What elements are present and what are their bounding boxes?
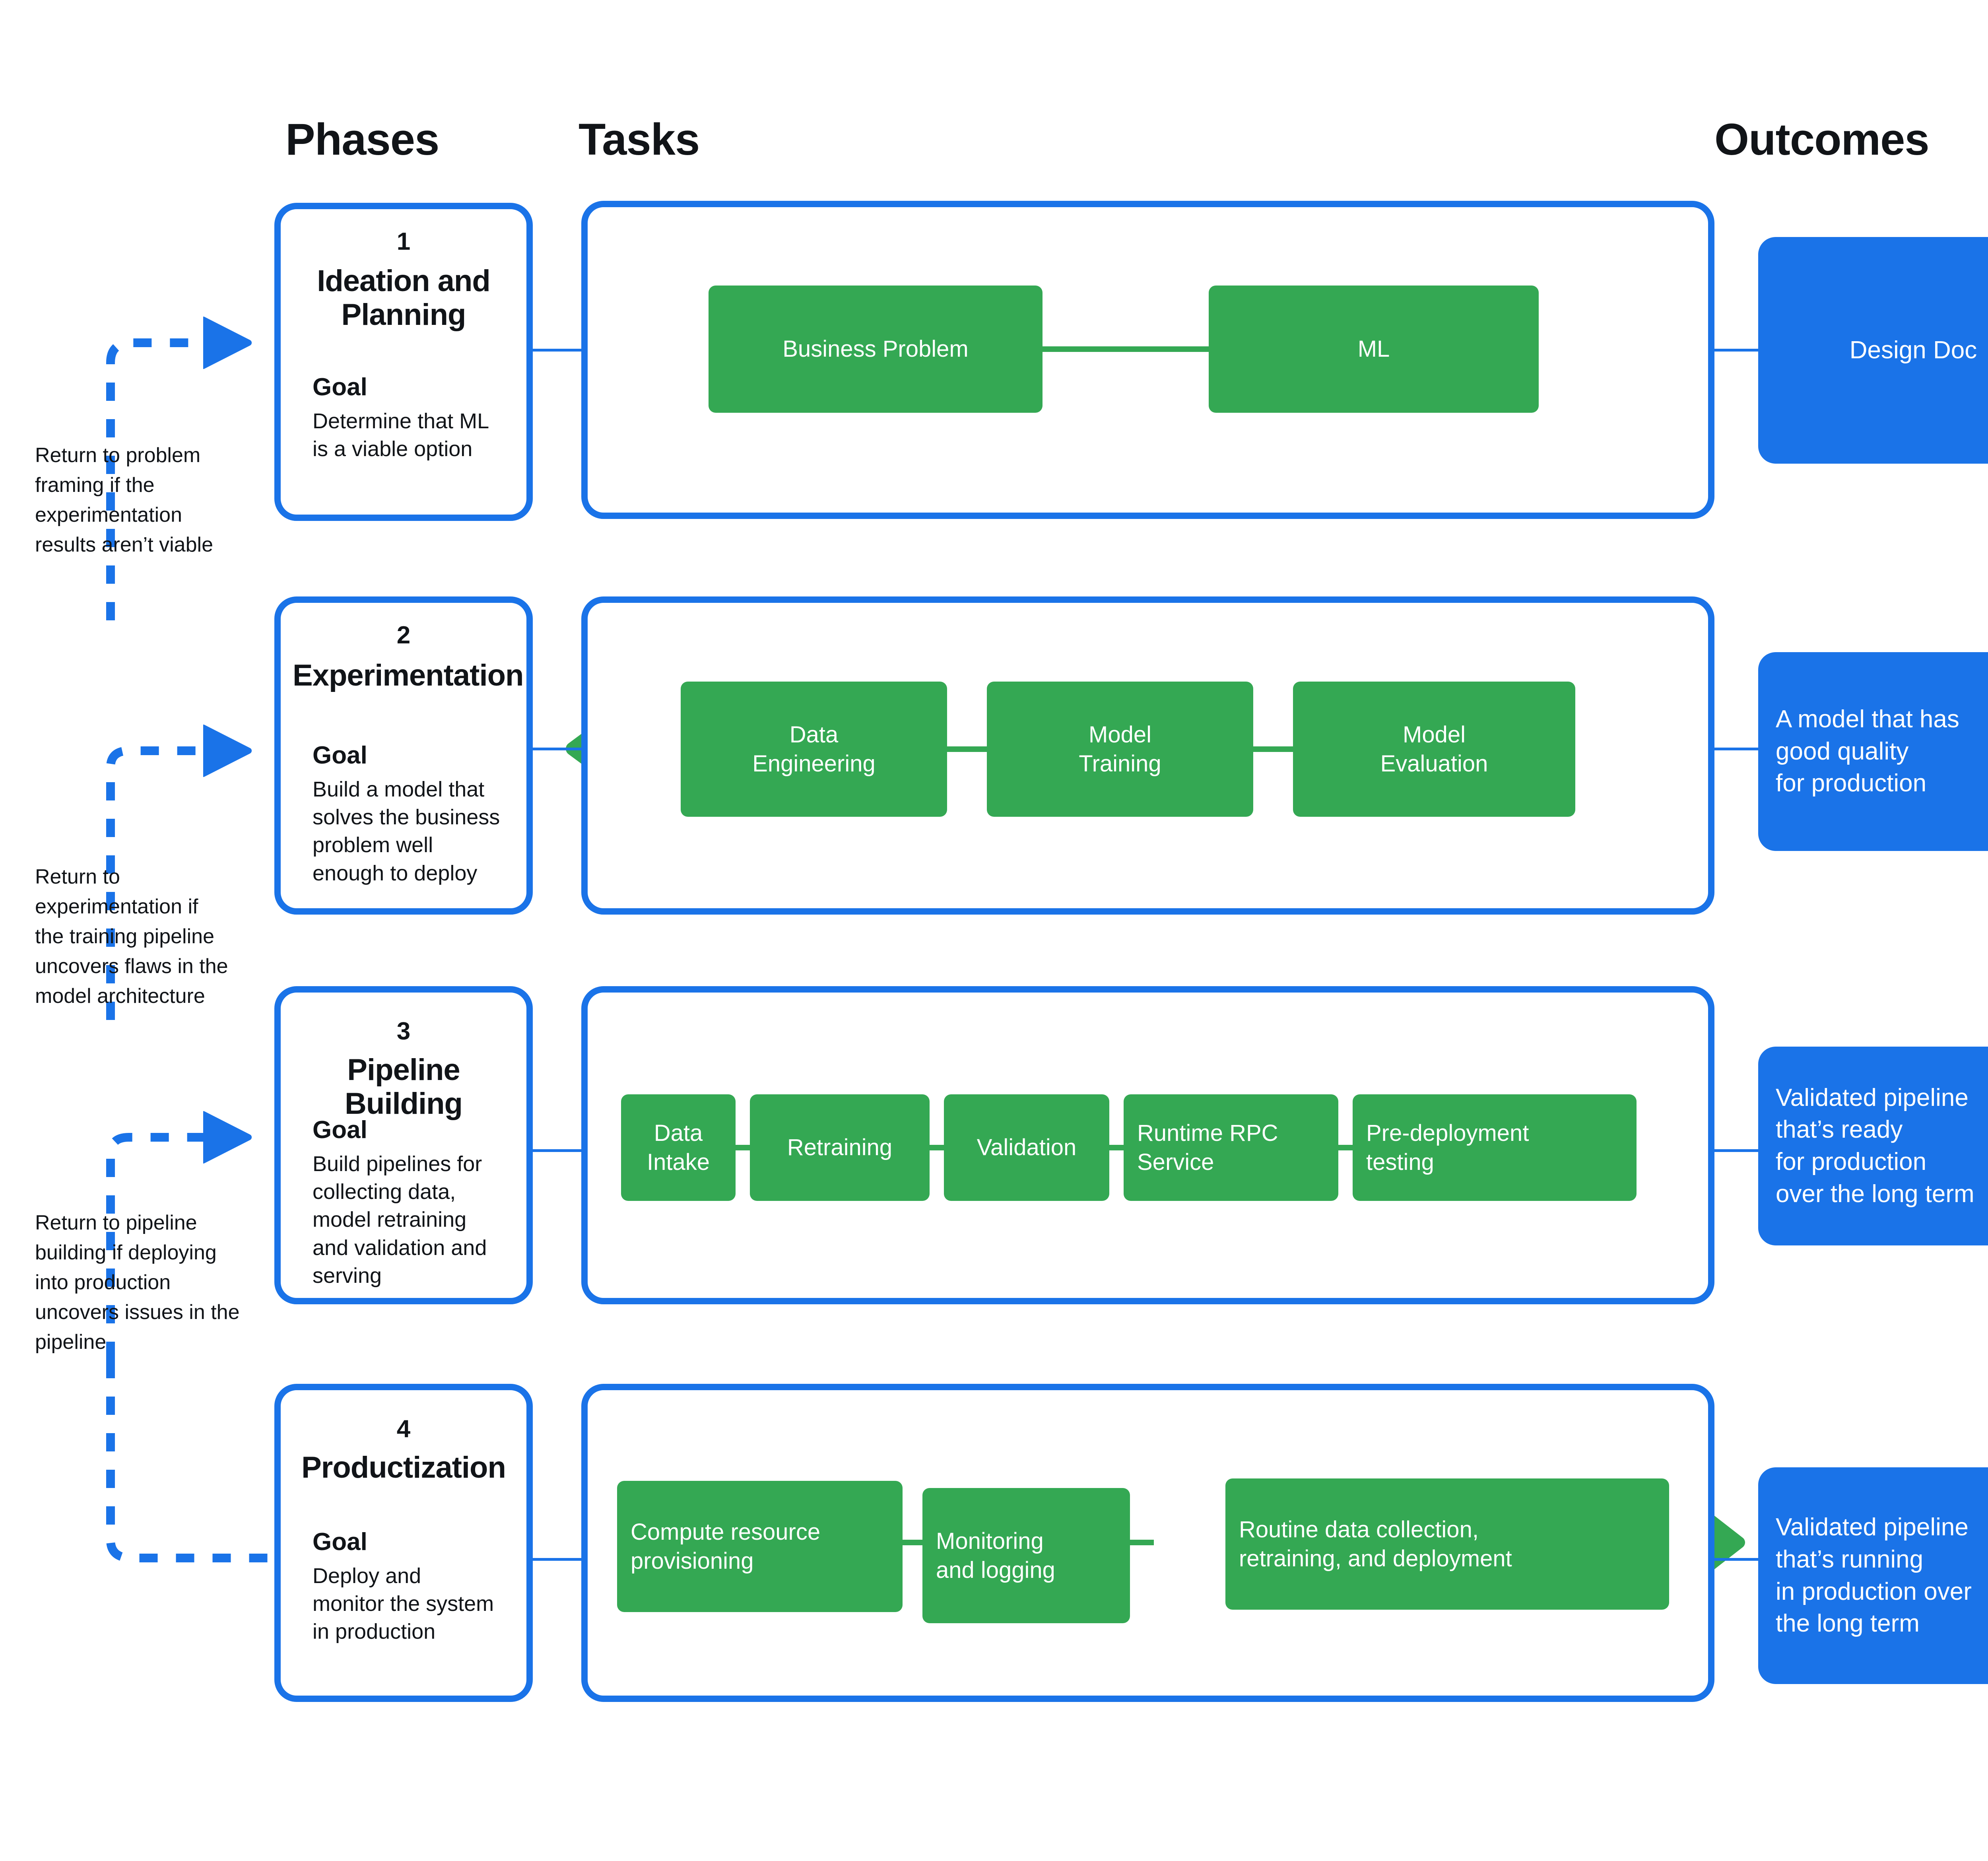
task-box-routine-data-collection[interactable]: Routine data collection, retraining, and… xyxy=(1225,1478,1669,1610)
column-header-outcomes: Outcomes xyxy=(1714,115,1930,164)
dashed-return-arrow-4 xyxy=(106,1360,274,1562)
task-connector-3b xyxy=(930,1145,944,1150)
phase-goal-text-2: Build a model that solves the business p… xyxy=(313,777,500,885)
note-return-to-pipeline-building: Return to pipeline building if deploying… xyxy=(35,1211,240,1354)
task-box-runtime-rpc-service[interactable]: Runtime RPC Service xyxy=(1124,1094,1338,1201)
phase-number-1: 1 xyxy=(396,228,411,255)
task-connector-3c xyxy=(1109,1145,1124,1150)
task-box-ml[interactable]: ML xyxy=(1209,286,1539,413)
link-tasks2-to-outcome2 xyxy=(1714,748,1758,750)
link-phase4-to-tasks4 xyxy=(533,1558,581,1561)
phase-title-1: Ideation and Planning xyxy=(317,264,491,332)
link-tasks1-to-outcome1 xyxy=(1714,349,1758,352)
task-connector-2a xyxy=(947,746,987,752)
task-box-model-evaluation[interactable]: Model Evaluation xyxy=(1293,682,1575,817)
phase-goal-text-4: Deploy and monitor the system in product… xyxy=(313,1564,494,1644)
task-box-monitoring-and-logging[interactable]: Monitoring and logging xyxy=(922,1488,1130,1623)
task-connector-2b xyxy=(1253,746,1293,752)
phase-goal-text-3: Build pipelines for collecting data, mod… xyxy=(313,1152,487,1288)
phase-card-3[interactable]: 3 Pipeline Building Goal Build pipelines… xyxy=(274,986,533,1304)
task-connector-3a xyxy=(736,1145,750,1150)
link-phase1-to-tasks1 xyxy=(533,349,581,352)
task-box-pre-deployment-testing[interactable]: Pre-deployment testing xyxy=(1353,1094,1637,1201)
task-box-compute-resource-provisioning[interactable]: Compute resource provisioning xyxy=(617,1481,903,1612)
phase-title-2: Experimentation xyxy=(293,659,524,692)
task-box-model-training[interactable]: Model Training xyxy=(987,682,1253,817)
phase-title-4: Productization xyxy=(301,1451,506,1484)
phase-card-1[interactable]: 1 Ideation and Planning Goal Determine t… xyxy=(274,203,533,521)
task-box-data-engineering[interactable]: Data Engineering xyxy=(681,682,947,817)
outcome-box-2[interactable]: A model that has good quality for produc… xyxy=(1758,652,1988,851)
phase-number-3: 3 xyxy=(396,1018,411,1045)
column-header-tasks: Tasks xyxy=(579,115,700,164)
task-box-data-intake[interactable]: Data Intake xyxy=(621,1094,736,1201)
column-header-phases: Phases xyxy=(285,115,439,164)
task-connector-1 xyxy=(1043,346,1209,352)
outcome-box-4[interactable]: Validated pipeline that’s running in pro… xyxy=(1758,1467,1988,1684)
phase-card-4[interactable]: 4 Productization Goal Deploy and monitor… xyxy=(274,1384,533,1702)
link-tasks4-to-outcome4 xyxy=(1714,1558,1758,1561)
phase-goal-label-1: Goal xyxy=(313,373,367,401)
task-connector-4a xyxy=(903,1540,922,1545)
link-tasks3-to-outcome3 xyxy=(1714,1149,1758,1152)
note-return-to-problem-framing: Return to problem framing if the experim… xyxy=(35,444,213,556)
phase-goal-label-4: Goal xyxy=(313,1528,367,1556)
link-phase2-to-tasks2 xyxy=(533,748,581,750)
phase-title-3: Pipeline Building xyxy=(345,1053,463,1121)
phase-goal-label-2: Goal xyxy=(313,742,367,769)
task-box-validation[interactable]: Validation xyxy=(944,1094,1109,1201)
task-box-business-problem[interactable]: Business Problem xyxy=(709,286,1043,413)
task-connector-3d xyxy=(1338,1145,1353,1150)
link-phase3-to-tasks3 xyxy=(533,1149,581,1152)
phase-card-2[interactable]: 2 Experimentation Goal Build a model tha… xyxy=(274,596,533,915)
phase-goal-label-3: Goal xyxy=(313,1116,367,1144)
phase-number-4: 4 xyxy=(396,1415,411,1443)
phase-goal-text-1: Determine that ML is a viable option xyxy=(313,409,489,461)
note-return-to-experimentation-training: Return to experimentation if the trainin… xyxy=(35,865,228,1008)
task-connector-4b xyxy=(1130,1540,1154,1545)
outcome-box-3[interactable]: Validated pipeline that’s ready for prod… xyxy=(1758,1047,1988,1245)
outcome-box-1[interactable]: Design Doc xyxy=(1758,237,1988,464)
task-box-retraining[interactable]: Retraining xyxy=(750,1094,930,1201)
phase-number-2: 2 xyxy=(396,622,411,649)
